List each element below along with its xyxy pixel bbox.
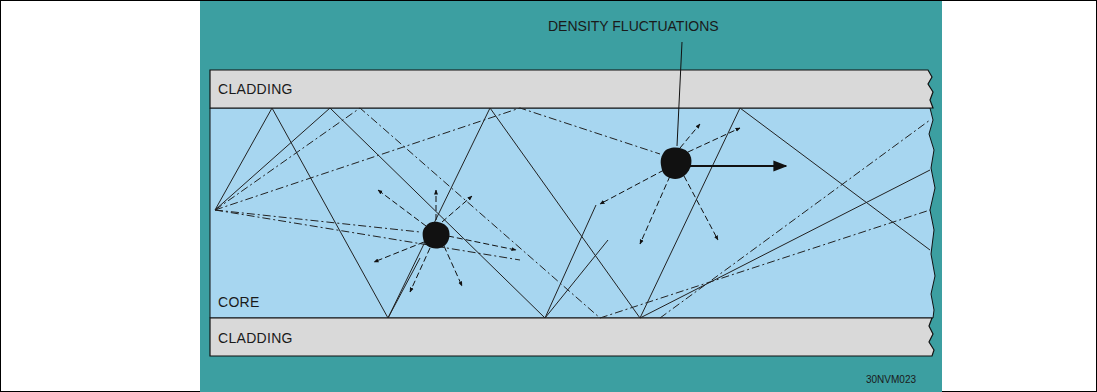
cladding-band: CLADDING xyxy=(210,70,930,108)
light-ray xyxy=(215,210,520,260)
scatter-arrows xyxy=(600,124,740,244)
light-ray xyxy=(660,120,930,318)
leader-line xyxy=(677,42,682,146)
cladding-band: CLADDING xyxy=(210,318,930,358)
light-rays xyxy=(215,108,930,318)
scatter-arrows xyxy=(374,190,516,292)
figure-id: 30NVM023 xyxy=(866,374,916,385)
teal-panel xyxy=(200,1,942,392)
light-ray xyxy=(640,170,930,318)
light-ray xyxy=(545,205,596,318)
scatter-arrow xyxy=(690,165,786,167)
part-label: DENSITY FLUCTUATIONS xyxy=(548,18,719,34)
core-band xyxy=(210,108,935,318)
cladding-band xyxy=(210,70,933,108)
light-ray xyxy=(215,108,608,318)
density-blob xyxy=(661,148,692,179)
light-ray xyxy=(215,108,930,318)
band-label: CLADDING xyxy=(218,330,922,346)
band-label: CORE xyxy=(218,294,922,310)
light-ray xyxy=(388,258,420,318)
light-rays xyxy=(215,108,930,318)
light-ray xyxy=(215,210,420,232)
light-ray xyxy=(215,108,660,210)
core-band: CORE xyxy=(210,108,930,318)
band-label: CLADDING xyxy=(218,81,922,97)
cladding-band xyxy=(210,318,934,356)
density-blob xyxy=(423,222,450,249)
light-ray xyxy=(215,108,930,318)
